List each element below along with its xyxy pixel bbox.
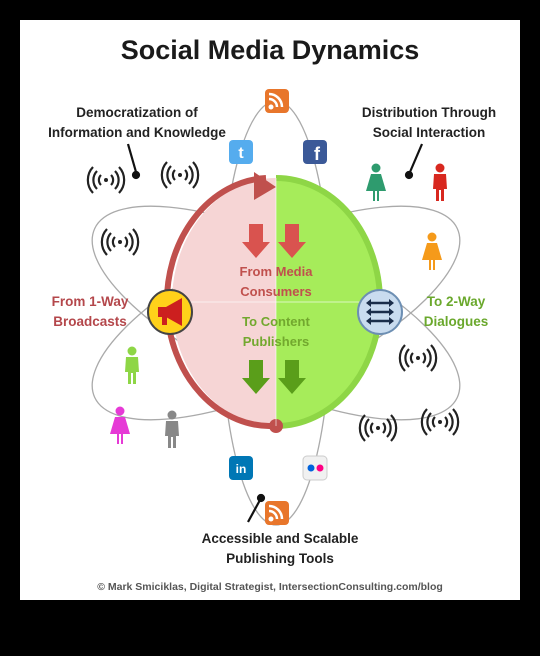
svg-text:f: f <box>314 144 321 164</box>
svg-text:in: in <box>236 462 247 476</box>
credit-text: © Mark Smiciklas, Digital Strategist, In… <box>97 581 443 593</box>
svg-text:t: t <box>238 145 244 162</box>
cycle-arrowhead <box>254 172 276 200</box>
from-broadcasts-label: From 1-Way Broadcasts <box>28 292 152 332</box>
democratization-line-2: Information and Knowledge <box>48 125 226 140</box>
facebook-icon: f <box>303 140 327 164</box>
diagram-panel: t f in <box>20 20 520 600</box>
center-sphere <box>163 172 383 433</box>
publishing-tools-line-2: Publishing Tools <box>226 551 334 566</box>
content-publishers-line-2: Publishers <box>242 334 310 349</box>
media-consumers-line-1: From Media <box>239 264 313 279</box>
diagram-graphic: t f in <box>86 89 461 526</box>
democratization-label: Democratization of Information and Knowl… <box>32 103 242 143</box>
to-dialogues-line-1: To 2-Way <box>426 294 486 309</box>
content-publishers-label: To Content Publishers <box>216 312 336 352</box>
to-dialogues-label: To 2-Way Dialogues <box>406 292 506 332</box>
linkedin-icon: in <box>229 456 253 480</box>
rss-icon-top <box>265 89 289 113</box>
two-way-arrows-icon <box>357 289 403 335</box>
rss-icon-bottom <box>265 501 289 525</box>
from-broadcasts-line-1: From 1-Way <box>51 294 129 309</box>
media-consumers-line-2: Consumers <box>240 284 312 299</box>
content-publishers-line-1: To Content <box>242 314 310 329</box>
distribution-line-1: Distribution Through <box>361 105 497 120</box>
to-dialogues-line-2: Dialogues <box>423 314 489 329</box>
democratization-line-1: Democratization of <box>76 105 198 120</box>
page-title: Social Media Dynamics <box>120 35 420 65</box>
callout-pointers <box>126 143 424 523</box>
from-broadcasts-line-2: Broadcasts <box>53 314 127 329</box>
distribution-label: Distribution Through Social Interaction <box>338 103 520 143</box>
megaphone-icon <box>147 289 193 335</box>
flickr-icon <box>302 455 328 481</box>
media-consumers-label: From Media Consumers <box>216 262 336 302</box>
distribution-line-2: Social Interaction <box>372 125 486 140</box>
publishing-tools-label: Accessible and Scalable Publishing Tools <box>160 529 400 569</box>
twitter-icon: t <box>229 140 253 164</box>
publishing-tools-line-1: Accessible and Scalable <box>201 531 359 546</box>
